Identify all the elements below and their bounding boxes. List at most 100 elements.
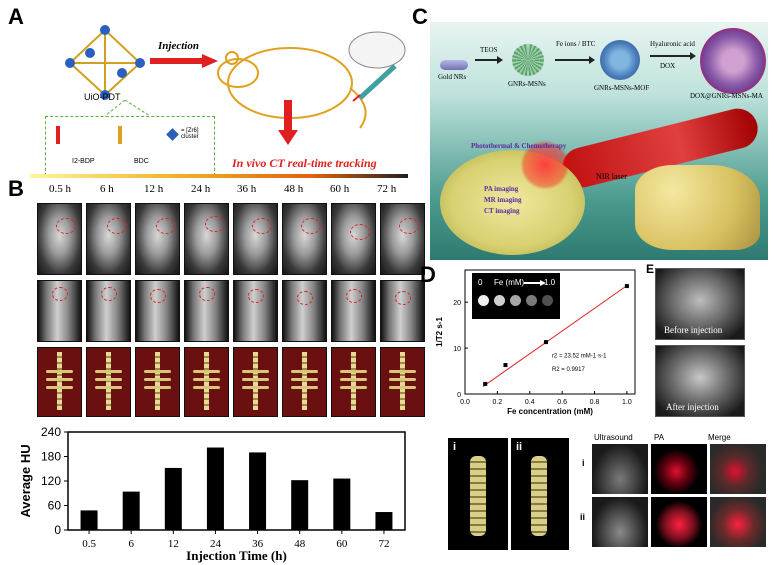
ct-image: [86, 203, 131, 275]
x-tick-label: 0.6: [557, 399, 567, 406]
ultrasound-image: [592, 444, 648, 494]
arrow-icon: [650, 52, 696, 60]
data-point: [543, 340, 548, 345]
x-tick-label: 0.2: [493, 399, 503, 406]
ct-skeleton-i: i: [448, 438, 508, 550]
timeline-bar: [30, 174, 408, 178]
time-label: 36 h: [237, 183, 257, 195]
legend-box: [45, 116, 215, 176]
mr-imaging-label: MR imaging: [484, 196, 522, 204]
dox-label: DOX: [660, 62, 676, 70]
label-ii: ii: [516, 441, 523, 453]
bar: [333, 478, 351, 530]
bar: [164, 467, 182, 530]
inset-arrow-icon: [524, 280, 546, 286]
ct-image: [282, 203, 327, 275]
x-tick-label: 0.8: [590, 399, 600, 406]
mr-inset: 0 Fe (mM) 1.0: [472, 273, 560, 319]
legend-cluster: = [Zr6] cluster: [181, 128, 199, 140]
y-tick-label: 10: [453, 346, 461, 353]
plot-frame: [464, 269, 636, 395]
gold-nr-icon: [440, 60, 468, 70]
x-axis-label: Injection Time (h): [186, 548, 287, 563]
data-point: [483, 381, 488, 386]
y-tick-label: 0: [457, 392, 461, 399]
y-axis-label: 1/T2 s-1: [435, 317, 444, 347]
time-label: 48 h: [284, 183, 304, 195]
r2-annotation: r2 = 23.52 mM-1·s-1: [552, 353, 607, 359]
fe-btc-label: Fe ions / BTC: [556, 40, 596, 48]
merge-header: Merge: [708, 433, 731, 442]
y-axis-label: Average HU: [18, 444, 33, 517]
skeleton-image: [135, 347, 180, 417]
inset-wells: [478, 295, 553, 306]
x-tick-label: 48: [294, 538, 306, 550]
panel-label-c: C: [412, 4, 428, 29]
data-point: [624, 284, 629, 289]
pa-header: PA: [654, 433, 665, 442]
time-label: 0.5 h: [49, 183, 71, 195]
arrow-icon: [555, 56, 595, 64]
uio-label: UiO-PDT: [84, 92, 121, 102]
skeleton-image: [233, 347, 278, 417]
gold-nrs-label: Gold NRs: [438, 73, 467, 81]
after-label: After injection: [666, 402, 719, 412]
ct-image: [380, 203, 425, 275]
ct-image: [37, 280, 82, 342]
dox-final-label: DOX@GNRs-MSNs-MA: [690, 92, 763, 100]
inset-label: Fe (mM): [494, 278, 525, 287]
ct-image: [184, 280, 229, 342]
pa-image: [651, 497, 707, 547]
i2bdp-icon: [56, 126, 60, 144]
pa-image: [651, 444, 707, 494]
time-label: 24 h: [191, 183, 211, 195]
ct-coronal-row: [37, 203, 425, 275]
gnrs-msns-label: GNRs-MSNs: [508, 80, 546, 88]
time-label: 6 h: [100, 183, 114, 195]
ct-imaging-label: CT imaging: [484, 207, 520, 215]
laser-glow: [520, 140, 570, 190]
y-tick-label: 240: [41, 425, 61, 439]
time-label: 12 h: [144, 183, 164, 195]
syringe-icon: [348, 31, 406, 102]
row-label-i: i: [582, 458, 585, 468]
ct-image: [37, 203, 82, 275]
before-label: Before injection: [664, 325, 723, 335]
msn-icon: [512, 44, 544, 76]
merge-image: [710, 444, 766, 494]
teos-label: TEOS: [480, 46, 498, 54]
x-tick-label: 12: [168, 538, 179, 550]
mof-sphere-icon: [600, 40, 640, 80]
data-point: [503, 363, 508, 368]
R2-annotation: R2 = 0.9917: [552, 367, 586, 373]
x-tick-label: 36: [252, 538, 264, 550]
dox-nanoparticle-icon: [700, 28, 766, 94]
y-tick-label: 0: [54, 523, 61, 537]
photothermal-label: Photothermal & Chemotherapy: [471, 142, 567, 150]
skeleton-image: [184, 347, 229, 417]
ct-image: [331, 280, 376, 342]
pa-grid: [592, 444, 766, 549]
ct-image: [233, 203, 278, 275]
ct-image: [380, 280, 425, 342]
skeleton-image: [380, 347, 425, 417]
nir-label: NIR laser: [596, 172, 627, 181]
y-tick-label: 120: [41, 474, 61, 488]
y-tick-label: 180: [41, 450, 61, 464]
plot-frame: [67, 431, 406, 531]
x-tick-label: 72: [378, 538, 389, 550]
ct-image: [184, 203, 229, 275]
ct-image: [282, 280, 327, 342]
y-tick-label: 60: [48, 499, 62, 513]
bar: [375, 512, 393, 530]
skeleton-image: [37, 347, 82, 417]
x-tick-label: 0.4: [525, 399, 535, 406]
pa-imaging-label: PA imaging: [484, 185, 519, 193]
ct-3d-row: [37, 347, 425, 417]
y-tick-label: 20: [453, 300, 461, 307]
skeleton-image: [282, 347, 327, 417]
bar: [206, 447, 224, 530]
mr-before-image: Before injection: [655, 268, 745, 340]
mr-after-image: After injection: [655, 345, 745, 417]
gnrs-msns-mof-label: GNRs-MSNs-MOF: [594, 84, 650, 92]
